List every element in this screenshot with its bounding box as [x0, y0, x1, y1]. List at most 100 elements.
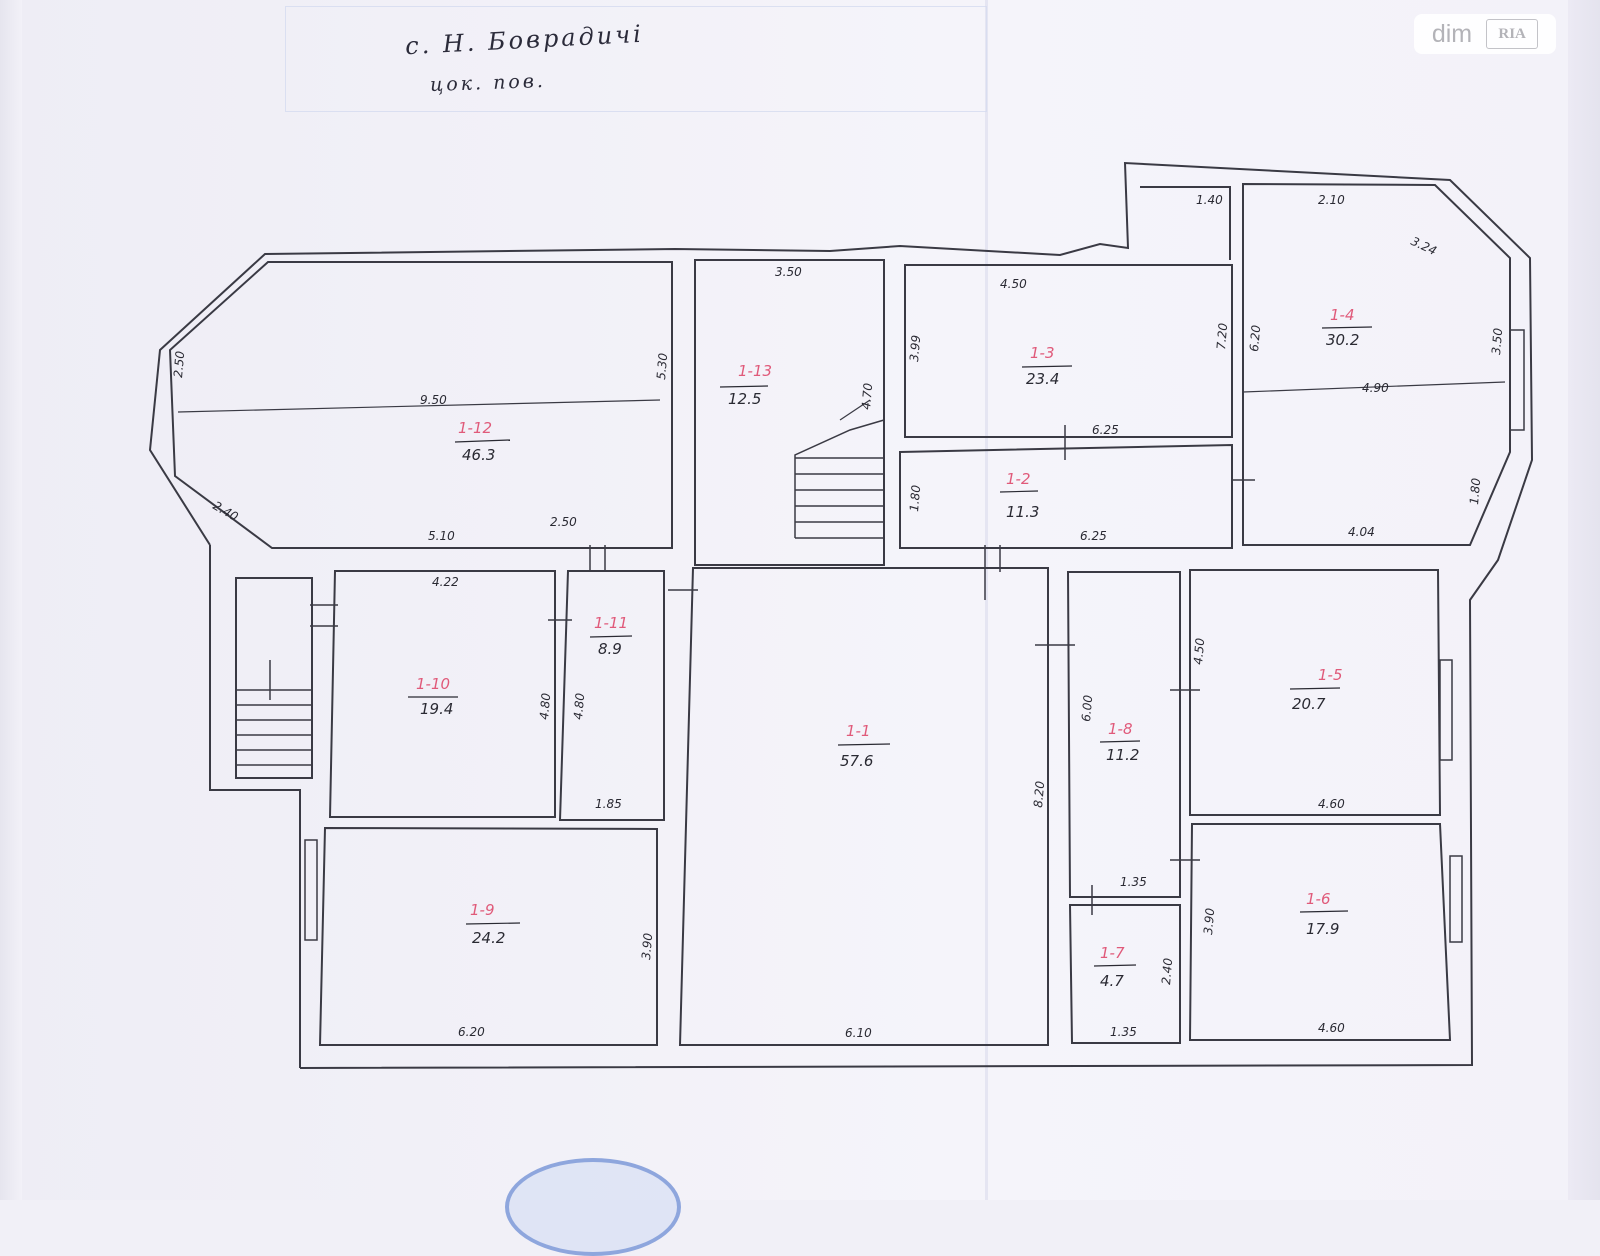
dim-line-950 [177, 399, 661, 413]
room-1-9-outline [318, 826, 658, 1046]
room-area-1-11: 8.9 [598, 640, 622, 658]
room-area-1-8: 11.2 [1106, 746, 1139, 764]
room-label-1-4: 1-430.2 [1321, 306, 1373, 349]
header-frame [285, 6, 987, 112]
dim-240-room7: 2.40 [1159, 957, 1175, 985]
dim-390-right: 4.90 [1362, 381, 1389, 395]
room-id-1-2: 1-2 [1006, 470, 1031, 488]
official-stamp [505, 1158, 681, 1256]
dim-250-pencil: 2.50 [550, 515, 577, 529]
window-right-2 [1449, 855, 1463, 943]
plan-sheet [0, 0, 1600, 1200]
room-label-1-12: 1-12 46.3 [454, 419, 511, 464]
dim-240-diag: 2.40 [211, 498, 241, 524]
room-1-13-outline [694, 259, 885, 566]
dim-350-right: 3.50 [1489, 327, 1505, 355]
watermark-dim-text: dim [1431, 19, 1473, 48]
outer-wall-line [148, 161, 1534, 1069]
room-label-1-1: 1-1 57.6 [837, 722, 891, 770]
dim-450-room5: 4.50 [1191, 637, 1207, 665]
stair-treads-entrance [236, 660, 312, 766]
paper-fold-left [0, 0, 22, 1200]
dim-450: 4.50 [1000, 277, 1027, 291]
room-area-1-9: 24.2 [472, 929, 505, 947]
room-id-1-5: 1-5 [1318, 666, 1343, 684]
room-id-1-3: 1-3 [1030, 344, 1055, 362]
room-1-2-outline [899, 443, 1233, 549]
dim-460-room6: 4.60 [1318, 1021, 1345, 1035]
room-1-10-outline [328, 570, 556, 818]
dim-620-room9: 6.20 [458, 1025, 485, 1039]
room-area-1-2: 11.3 [1006, 503, 1039, 521]
room-label-1-9: 1-9 24.2 [465, 901, 521, 947]
dim-610: 6.10 [845, 1026, 872, 1040]
room-label-1-6: 1-617.9 [1299, 890, 1349, 938]
dim-422: 4.22 [432, 575, 459, 589]
room-area-1-5: 20.7 [1292, 695, 1326, 713]
room-label-1-10: 1-10 19.4 [408, 675, 458, 718]
dim-950: 9.50 [420, 393, 447, 407]
dimension-labels: 9.50 2.50 5.30 2.40 5.10 2.50 3.50 4.70 … [171, 193, 1505, 1040]
door-marks [310, 425, 1255, 915]
room-id-1-8: 1-8 [1108, 720, 1133, 738]
room-area-1-1: 57.6 [840, 752, 873, 770]
dim-390-room9: 3.90 [639, 932, 655, 960]
room-id-1-9: 1-9 [470, 901, 495, 919]
room-area-1-13: 12.5 [728, 390, 761, 408]
room-id-1-1: 1-1 [846, 722, 871, 740]
dim-135-top: 1.35 [1120, 875, 1147, 889]
room-1-3-outline [904, 264, 1233, 438]
window-right-1 [1439, 659, 1453, 761]
dim-460-room5: 4.60 [1318, 797, 1345, 811]
room-1-10-left-stair [235, 577, 313, 779]
dim-600: 6.00 [1079, 694, 1095, 722]
room-1-4-outline [1242, 182, 1511, 546]
dim-250-left: 2.50 [171, 350, 187, 378]
room-1-8-outline [1066, 571, 1181, 898]
dim-510: 5.10 [428, 529, 455, 543]
window-left [304, 839, 318, 941]
room-1-5-outline [1189, 569, 1442, 816]
dim-324: 3.24 [1409, 234, 1439, 258]
room-label-1-2: 1-2 11.3 [999, 470, 1039, 521]
dim-185: 1.85 [595, 797, 622, 811]
room-label-1-11: 1-11 8.9 [589, 614, 633, 658]
dim-180-right: 1.80 [1467, 477, 1483, 505]
room-area-1-12: 46.3 [462, 446, 495, 464]
dim-480-b: 4.80 [571, 692, 587, 720]
dim-480-a: 4.80 [537, 692, 553, 720]
dim-line-470 [839, 399, 871, 421]
dim-390-room6: 3.90 [1201, 907, 1217, 935]
paper-fold-middle [985, 0, 988, 1200]
room-label-1-3: 1-3 23.4 [1021, 344, 1073, 388]
room-area-1-4: 30.2 [1326, 331, 1359, 349]
room-label-1-5: 1-5 20.7 [1289, 666, 1343, 713]
room-area-1-7: 4.7 [1100, 972, 1124, 990]
dim-135-bottom: 1.35 [1110, 1025, 1137, 1039]
room-1-11-outline [558, 570, 665, 821]
room-1-6-outline [1188, 823, 1452, 1041]
room-label-1-8: 1-8 11.2 [1099, 720, 1141, 764]
room-id-1-11: 1-11 [594, 614, 628, 632]
dim-625-top: 6.25 [1092, 423, 1119, 437]
room-id-1-12: 1-12 [458, 419, 492, 437]
dim-820: 8.20 [1031, 780, 1047, 808]
room-1-12-outline [168, 261, 673, 549]
room-label-1-7: 1-74.7 [1093, 944, 1137, 990]
dim-620-vert: 6.20 [1247, 324, 1263, 352]
dim-530: 5.30 [654, 352, 670, 380]
dim-210: 2.10 [1318, 193, 1345, 207]
dim-625-bottom: 6.25 [1080, 529, 1107, 543]
dim-720: 7.20 [1214, 322, 1230, 350]
outer-wall-line-left [209, 545, 301, 1068]
dim-399: 3.99 [907, 334, 923, 362]
dim-180-left: 1.80 [907, 484, 923, 512]
dim-140: 1.40 [1196, 193, 1223, 207]
room-area-1-10: 19.4 [420, 700, 453, 718]
room-area-1-3: 23.4 [1026, 370, 1059, 388]
dim-line-390 [1242, 381, 1506, 393]
room-id-1-10: 1-10 [416, 675, 450, 693]
